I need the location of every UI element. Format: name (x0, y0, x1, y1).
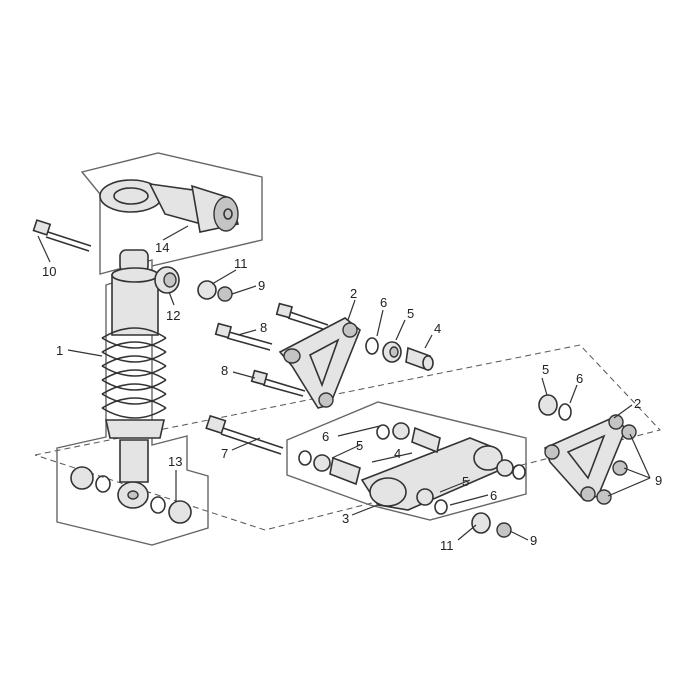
callout-8-upper: 8 (260, 320, 267, 335)
callout-9-lower: 9 (530, 533, 537, 548)
callout-7: 7 (221, 446, 228, 461)
callout-11-lower: 11 (440, 538, 454, 553)
part-7-bolt (205, 414, 284, 455)
callout-11-upper: 11 (234, 256, 248, 271)
callout-12: 12 (166, 308, 180, 323)
part-2-bracket-right (543, 414, 627, 502)
callout-2-left: 2 (350, 286, 357, 301)
part-10-bolt (32, 219, 92, 252)
part-13-bushings (70, 466, 192, 524)
leader-lines (37, 225, 651, 541)
part-12-bushing (154, 266, 180, 294)
callout-14: 14 (155, 240, 169, 255)
part-6-ring-c (434, 499, 448, 515)
callout-8-lower: 8 (221, 363, 228, 378)
part-8-bolts (214, 302, 329, 397)
callout-10: 10 (42, 264, 56, 279)
part-11-spacer-lower (471, 512, 491, 534)
part-5-bearing-d (496, 459, 514, 477)
linkage-group-frame (286, 401, 527, 521)
callout-3: 3 (342, 511, 349, 526)
part-9-nut-upper (217, 286, 233, 302)
callout-4-lower: 4 (394, 446, 401, 461)
part-4-sleeve-b (411, 426, 441, 454)
callout-5-lower: 5 (462, 474, 469, 489)
part-2-bracket-left (278, 317, 361, 409)
callout-5-right: 5 (542, 362, 549, 377)
callout-4-upper: 4 (434, 321, 441, 336)
callout-6-right: 6 (576, 371, 583, 386)
part-5-bearing-c (416, 488, 434, 506)
part-9-nut-lower (496, 522, 512, 538)
part-6-ring-a (298, 450, 312, 466)
part-5-bearing-upper (382, 341, 402, 363)
part-5-bearing-b (392, 422, 410, 440)
callout-2-right: 2 (634, 396, 641, 411)
part-5-bearing-right (538, 394, 558, 416)
callout-9-upper: 9 (258, 278, 265, 293)
part-6-ring-b (376, 424, 390, 440)
part-14-reservoir (99, 179, 240, 233)
callout-9-right: 9 (655, 473, 662, 488)
callout-5-left: 5 (356, 438, 363, 453)
part-11-spacer-upper (197, 280, 217, 300)
part-6-ring-right (558, 403, 572, 421)
callout-6-upper: 6 (380, 295, 387, 310)
part-5-bearing-a (313, 454, 331, 472)
callout-6-lower: 6 (490, 488, 497, 503)
part-6-ring-d (512, 464, 526, 480)
part-1-shock-absorber (101, 249, 167, 509)
part-9-nuts-right (596, 424, 637, 505)
callout-1: 1 (56, 343, 63, 358)
callout-5-upper: 5 (407, 306, 414, 321)
part-4-sleeve-a (329, 456, 361, 486)
callout-6-left: 6 (322, 429, 329, 444)
part-3-linkage (360, 437, 503, 511)
callout-13: 13 (168, 454, 182, 469)
part-4-sleeve-upper (405, 346, 434, 372)
part-6-ring-upper (365, 337, 379, 355)
